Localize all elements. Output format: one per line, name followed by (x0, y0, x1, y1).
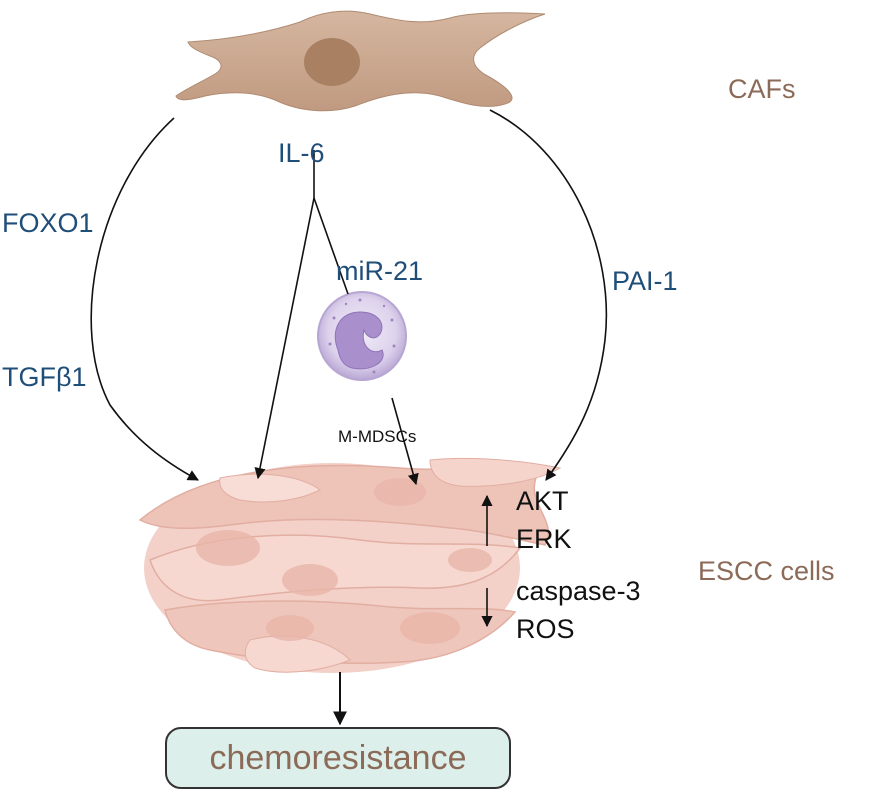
caf-nucleus (304, 38, 360, 86)
pai1-arrow (489, 109, 608, 481)
tgfb1-label: TGFβ1 (2, 362, 87, 392)
erk-label: ERK (516, 524, 572, 554)
chemoresistance-box: chemoresistance (165, 727, 511, 789)
il6-to-escc-arrow (254, 197, 315, 480)
escc-cells-label: ESCC cells (698, 556, 835, 586)
mmdscs-label: M-MDSCs (338, 427, 417, 446)
foxo1-tgfb1-arrow (90, 117, 199, 481)
foxo1-label: FOXO1 (2, 208, 94, 238)
mdsc-to-escc-arrow (391, 397, 419, 486)
escc-cells-cluster (138, 457, 562, 673)
connectors (90, 109, 608, 726)
akt-label: AKT (516, 486, 569, 516)
chemoresistance-label: chemoresistance (209, 738, 467, 777)
il6-to-mdsc-line (313, 197, 349, 295)
mdsc-cell (317, 291, 407, 381)
mir21-label: miR-21 (336, 256, 424, 286)
cafs-label: CAFs (728, 74, 796, 104)
il6-label: IL-6 (278, 138, 325, 168)
caf-cell (175, 10, 546, 112)
ros-label: ROS (516, 614, 575, 644)
caspase3-label: caspase-3 (516, 576, 641, 606)
pai1-label: PAI-1 (612, 266, 678, 296)
